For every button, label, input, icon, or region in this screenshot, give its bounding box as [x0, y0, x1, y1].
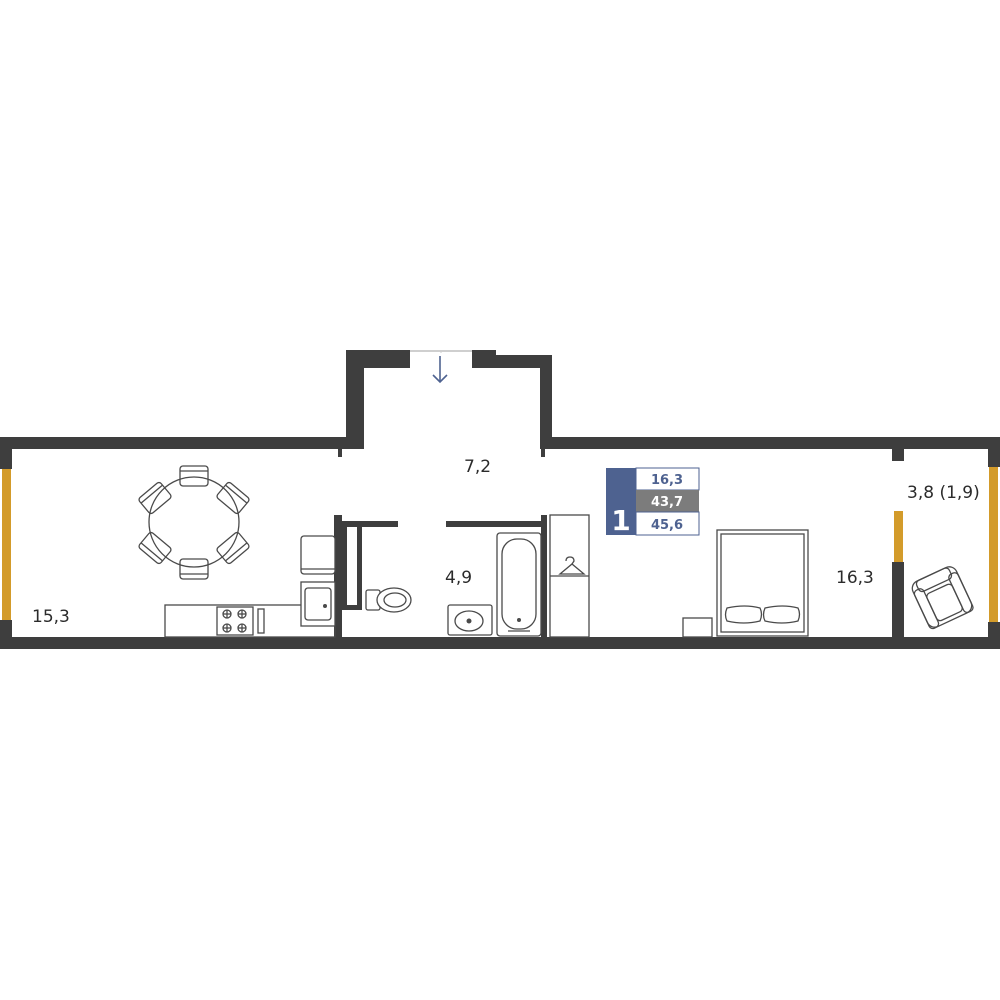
- window-balcony: [989, 467, 998, 622]
- legend-full-row: [635, 511, 700, 536]
- legend-rooms-block: [606, 468, 636, 535]
- room-area-balcony: 3,8 (1,9): [907, 483, 980, 503]
- room-area-bathroom: 4,9: [445, 568, 472, 588]
- dining-table-icon: [138, 465, 250, 580]
- hanger-icon: [558, 556, 586, 575]
- kitchen-sink-icon: [300, 581, 336, 627]
- legend-rooms-count: 1: [611, 504, 630, 537]
- stove-icon: [216, 606, 265, 636]
- wardrobe-icon: [549, 514, 590, 638]
- legend-total-area: 45,6: [651, 518, 683, 533]
- window-kitchen: [2, 469, 11, 620]
- nightstand-icon: [682, 617, 713, 638]
- armchair-icon: [911, 566, 974, 630]
- entrance-arrow-icon: [432, 356, 448, 384]
- washbasin-icon: [447, 604, 493, 636]
- bed-icon: [716, 529, 809, 637]
- room-area-kitchen-living: 15,3: [32, 607, 70, 627]
- fridge-icon: [300, 535, 336, 575]
- bathtub-icon: [496, 532, 542, 637]
- legend-total-row: [636, 490, 699, 512]
- room-area-bedroom: 16,3: [836, 568, 874, 588]
- room-area-hallway: 7,2: [464, 457, 491, 477]
- legend: 1 16,3 43,7 45,6: [606, 467, 700, 537]
- legend-living-area: 16,3: [651, 473, 683, 488]
- legend-total-area-without-balcony: 43,7: [651, 495, 683, 510]
- window-bedroom: [894, 511, 903, 562]
- toilet-icon: [365, 587, 412, 613]
- windows: [2, 467, 998, 622]
- walls: [0, 350, 1000, 649]
